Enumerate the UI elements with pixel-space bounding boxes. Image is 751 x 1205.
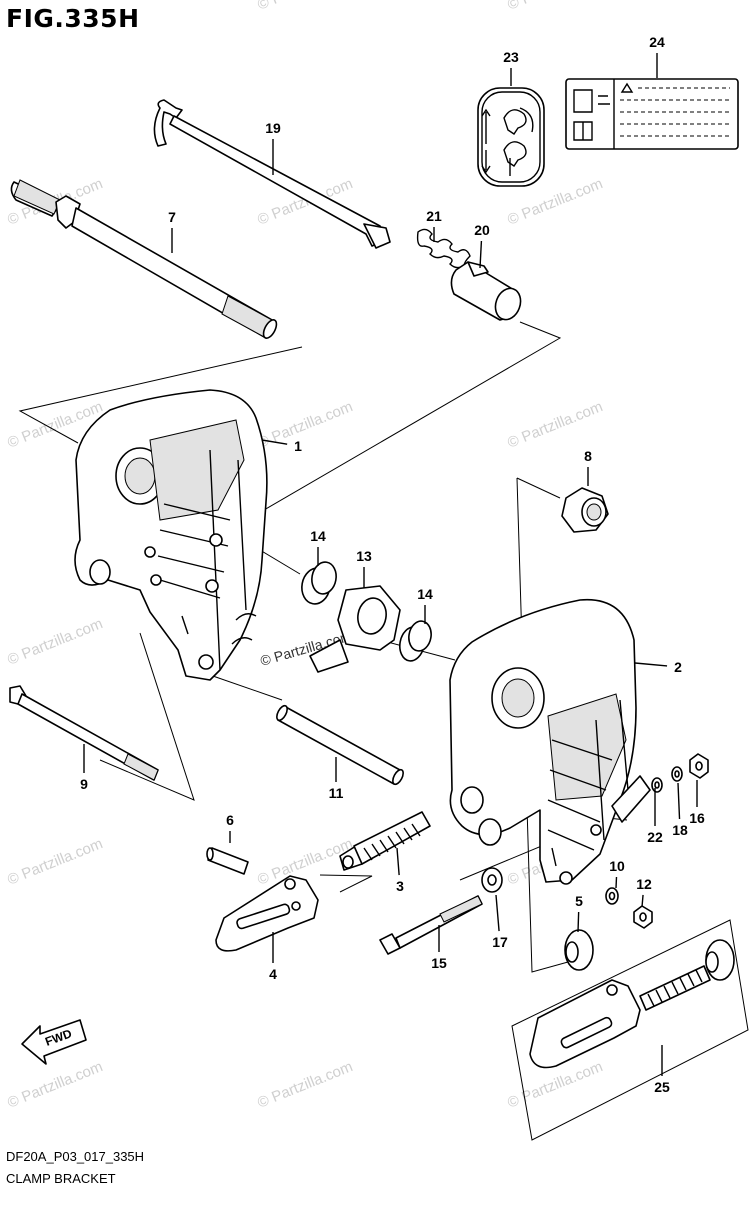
part-12-nut bbox=[633, 905, 653, 929]
part-10-washer bbox=[605, 887, 619, 905]
callout-label-17: 17 bbox=[492, 934, 508, 950]
callout-label-13: 13 bbox=[356, 548, 372, 564]
callout-label-3: 3 bbox=[396, 878, 404, 894]
callout-label-16: 16 bbox=[689, 810, 705, 826]
watermark: © Partzilla.com bbox=[5, 1058, 105, 1112]
part-25-clamp-screw-assembly bbox=[511, 919, 749, 1141]
part-20-plunger bbox=[450, 261, 522, 321]
callout-label-6: 6 bbox=[226, 812, 234, 828]
callout-label-8: 8 bbox=[584, 448, 592, 464]
part-8-nut bbox=[561, 487, 609, 533]
callout-label-24: 24 bbox=[649, 34, 665, 50]
part-3-threaded-rod bbox=[339, 811, 431, 871]
callout-label-14: 14 bbox=[310, 528, 326, 544]
callout-label-9: 9 bbox=[80, 776, 88, 792]
part-22-washer bbox=[651, 777, 663, 793]
part-19-tilt-lock-rod bbox=[153, 99, 391, 249]
watermark: © Partzilla.com bbox=[255, 398, 355, 452]
callout-layer: 1234567891011121314141516171819202122232… bbox=[80, 34, 705, 1095]
callout-label-1: 1 bbox=[294, 438, 302, 454]
watermark: © Partzilla.com bbox=[255, 1058, 355, 1112]
callout-label-15: 15 bbox=[431, 955, 447, 971]
part-1-clamp-bracket bbox=[74, 389, 268, 681]
callout-label-19: 19 bbox=[265, 120, 281, 136]
part-14-bushing-left bbox=[301, 561, 337, 605]
part-23-tilt-decal bbox=[477, 87, 545, 187]
figure-caption: CLAMP BRACKET bbox=[6, 1171, 116, 1186]
callout-label-2: 2 bbox=[674, 659, 682, 675]
callout-leader-12 bbox=[641, 894, 644, 908]
watermark: © Partzilla.com bbox=[505, 0, 605, 14]
watermark: © Partzilla.com bbox=[5, 835, 105, 889]
watermark: © Partzilla.com bbox=[255, 175, 355, 229]
callout-label-5: 5 bbox=[575, 893, 583, 909]
part-16-nut bbox=[689, 753, 709, 779]
callout-label-12: 12 bbox=[636, 876, 652, 892]
part-7-shaft bbox=[10, 179, 278, 339]
callout-leader-10 bbox=[615, 876, 618, 889]
callout-label-23: 23 bbox=[503, 49, 519, 65]
part-11-tube bbox=[276, 704, 404, 786]
part-17-washer bbox=[481, 867, 503, 893]
part-18-lock-washer bbox=[671, 766, 683, 782]
callout-label-11: 11 bbox=[329, 785, 344, 801]
watermark: © Partzilla.com bbox=[5, 615, 105, 669]
callout-leader-5 bbox=[577, 911, 580, 933]
figure-title: FIG.335H bbox=[6, 4, 140, 33]
callout-leader-18 bbox=[677, 782, 681, 820]
part-13-thrust-plate bbox=[309, 585, 401, 673]
part-6-pin bbox=[206, 847, 249, 875]
part-2-clamp-bracket bbox=[449, 598, 651, 885]
part-15-bolt bbox=[379, 895, 483, 955]
watermark: © Partzilla.com bbox=[255, 0, 355, 14]
callout-leader-17 bbox=[495, 894, 500, 932]
callout-leader-1 bbox=[261, 439, 288, 445]
part-9-long-bolt bbox=[9, 685, 159, 781]
part-21-spring bbox=[416, 228, 471, 269]
callout-leader-2 bbox=[634, 662, 668, 667]
callout-leader-3 bbox=[396, 847, 400, 876]
callout-label-4: 4 bbox=[269, 966, 277, 982]
callout-label-14b: 14 bbox=[417, 586, 433, 602]
callout-label-22: 22 bbox=[647, 829, 663, 845]
part-5-pad bbox=[564, 929, 594, 971]
callout-label-20: 20 bbox=[474, 222, 490, 238]
part-24-caution-label bbox=[565, 78, 739, 150]
watermark: © Partzilla.com bbox=[505, 398, 605, 452]
callout-leader-20 bbox=[479, 240, 483, 269]
part-4-bracket-plate bbox=[215, 875, 319, 952]
callout-label-25: 25 bbox=[654, 1079, 670, 1095]
callout-label-21: 21 bbox=[426, 208, 442, 224]
part-14-bushing-right bbox=[399, 620, 432, 662]
callout-label-10: 10 bbox=[609, 858, 625, 874]
fwd-direction-arrow: FWD bbox=[21, 1019, 87, 1065]
callout-label-7: 7 bbox=[168, 209, 176, 225]
figure-code: DF20A_P03_017_335H bbox=[6, 1149, 145, 1164]
callout-label-18: 18 bbox=[672, 822, 688, 838]
